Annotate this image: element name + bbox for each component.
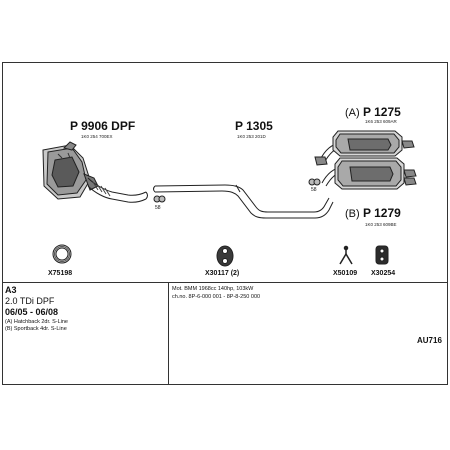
part-code-rear-a: (A) P 1275	[345, 105, 401, 119]
part-code-dpf: P 9906 DPF	[70, 119, 136, 133]
hanger-rear-drawing	[308, 178, 321, 186]
part-oem-dpf: 1K0 254 700EX	[81, 134, 113, 139]
front-pipe-drawing	[87, 177, 148, 203]
part-code-rear-b: (B) P 1279	[345, 206, 401, 220]
vehicle-model: A3	[5, 285, 17, 295]
chassis-range: ch.no. 8P-6-000 001 - 8P-8-250 000	[172, 294, 261, 300]
part-code-middle: P 1305	[235, 119, 273, 133]
divider-accessories	[2, 282, 448, 283]
hanger-front-drawing	[153, 195, 166, 203]
motor-spec: Mot. BMM 1968cc 140hp, 103kW	[172, 286, 254, 292]
rear-silencer-b-drawing	[321, 157, 417, 190]
middle-pipe-drawing	[153, 184, 334, 219]
divider-vehicle-info	[168, 282, 169, 385]
hanger-label-front: 58	[155, 205, 161, 211]
gasket-ring-icon	[52, 244, 72, 264]
part-oem-middle: 1K0 253 201D	[237, 134, 266, 139]
rear-silencer-a-drawing	[314, 130, 415, 166]
accessory-code-4: X30254	[371, 270, 396, 277]
variant-a-marker: (A)	[345, 107, 360, 119]
vehicle-variant-b: (B) Sportback 4dr. S-Line	[5, 326, 67, 332]
vehicle-engine: 2.0 TDi DPF	[5, 296, 55, 306]
diagram-frame	[2, 62, 448, 385]
bracket-icon	[339, 245, 353, 265]
accessory-code-2: X30117 (2)	[205, 270, 240, 277]
accessory-code-3: X50109	[333, 270, 358, 277]
vehicle-variant-a: (A) Hatchback 2dr. S-Line	[5, 319, 68, 325]
hanger-label-rear: 58	[311, 187, 317, 193]
rubber-mount-icon	[375, 245, 389, 265]
rear-b-code: P 1279	[363, 206, 401, 220]
diagram-code: AU716	[417, 336, 442, 345]
variant-b-marker: (B)	[345, 208, 360, 220]
vehicle-years: 06/05 - 06/08	[5, 307, 59, 317]
dpf-filter-drawing	[42, 141, 99, 200]
rear-a-code: P 1275	[363, 105, 401, 119]
part-oem-rear-a: 1K6 253 609AR	[365, 119, 397, 124]
accessory-code-1: X75198	[48, 270, 73, 277]
part-oem-rear-b: 1K0 253 609BE	[365, 222, 397, 227]
rubber-hanger-icon	[216, 245, 234, 267]
